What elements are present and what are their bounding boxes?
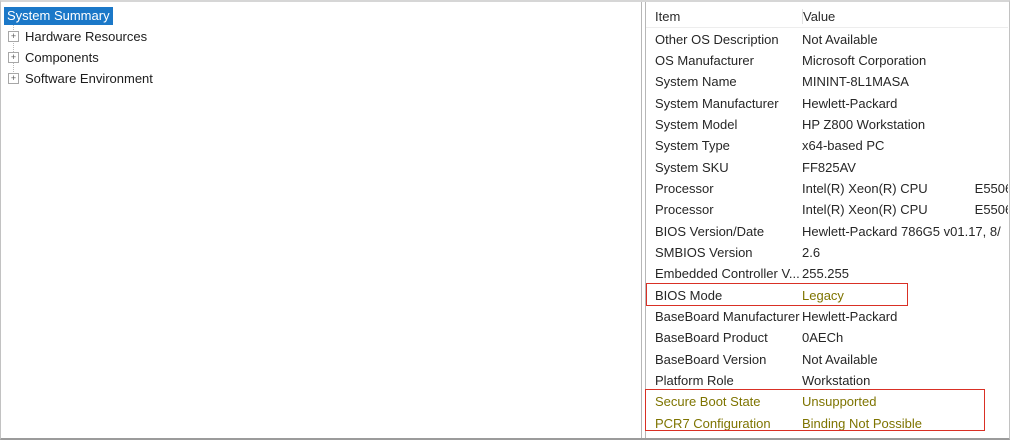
tree-item-label: Components bbox=[25, 49, 99, 65]
item-cell: Platform Role bbox=[655, 373, 734, 389]
item-cell: System Type bbox=[655, 138, 730, 154]
item-cell: Processor bbox=[655, 202, 714, 218]
item-cell: System Name bbox=[655, 74, 737, 90]
value-cell: Legacy bbox=[802, 287, 844, 303]
value-cell: HP Z800 Workstation bbox=[802, 116, 926, 132]
item-cell: BIOS Mode bbox=[655, 287, 723, 303]
item-cell: PCR7 Configuration bbox=[655, 415, 771, 431]
value-cell: 255.255 bbox=[802, 266, 849, 282]
item-cell: Other OS Description bbox=[655, 31, 779, 47]
value-cell: Hewlett-Packard bbox=[802, 95, 898, 111]
tree-item-label: Hardware Resources bbox=[25, 28, 148, 44]
details-row-secure-boot-state[interactable]: Secure Boot State Unsupported bbox=[646, 391, 1008, 412]
expand-plus-icon[interactable]: + bbox=[8, 31, 19, 42]
details-row-embedded-controller-v[interactable]: Embedded Controller V...255.255 bbox=[646, 263, 1008, 284]
value-cell: MININT-8L1MASA bbox=[802, 74, 909, 90]
value-cell: Not Available bbox=[802, 351, 878, 367]
details-row-platform-role[interactable]: Platform Role Workstation bbox=[646, 370, 1008, 391]
category-tree: System Summary + Hardware Resources + Compon… bbox=[2, 5, 641, 89]
details-row-system-type[interactable]: System Type x64-based PC bbox=[646, 135, 1008, 156]
value-cell: Intel(R) Xeon(R) CPU E5506 bbox=[802, 180, 1008, 196]
details-row-smbios-version[interactable]: SMBIOS Version 2.6 bbox=[646, 242, 1008, 263]
column-header-item[interactable]: Item bbox=[646, 9, 803, 25]
item-cell: System Model bbox=[655, 116, 738, 132]
details-row-os-manufacturer[interactable]: OS Manufacturer Microsoft Corporation bbox=[646, 50, 1008, 71]
details-row-system-name[interactable]: System Name MININT-8L1MASA bbox=[646, 71, 1008, 92]
value-cell: Intel(R) Xeon(R) CPU E5506 bbox=[802, 202, 1008, 218]
details-row-system-manufacturer[interactable]: System Manufacturer Hewlett-Packard bbox=[646, 92, 1008, 113]
item-cell: BIOS Version/Date bbox=[655, 223, 765, 239]
item-cell: SMBIOS Version bbox=[655, 244, 753, 260]
tree-item-label: Software Environment bbox=[25, 70, 153, 86]
tree-item-label: System Summary bbox=[4, 6, 113, 25]
tree-item-software-environment[interactable]: + Software Environment bbox=[2, 68, 641, 89]
value-cell: x64-based PC bbox=[802, 138, 885, 154]
column-header-value[interactable]: Value bbox=[803, 9, 836, 25]
item-cell: Secure Boot State bbox=[655, 394, 761, 410]
item-cell: System Manufacturer bbox=[655, 95, 779, 111]
details-row-baseboard-version[interactable]: BaseBoard Version Not Available bbox=[646, 349, 1008, 370]
details-row-bios-version-date[interactable]: BIOS Version/Date Hewlett-Packard 786G5 v… bbox=[646, 220, 1008, 241]
details-row-system-sku[interactable]: System SKU FF825AV bbox=[646, 156, 1008, 177]
value-cell: Binding Not Possible bbox=[802, 415, 922, 431]
details-row-other-os-description[interactable]: Other OS Description Not Available bbox=[646, 28, 1008, 49]
details-row-baseboard-product[interactable]: BaseBoard Product 0AECh bbox=[646, 327, 1008, 348]
details-row-bios-mode[interactable]: BIOS Mode Legacy bbox=[646, 284, 1008, 305]
item-cell: System SKU bbox=[655, 159, 729, 175]
item-cell: BaseBoard Manufacturer bbox=[655, 308, 800, 324]
details-header-row: Item Value bbox=[646, 6, 1008, 29]
tree-item-components[interactable]: + Components bbox=[2, 47, 641, 68]
value-cell: 0AECh bbox=[802, 330, 844, 346]
details-row-pcr7-configuration[interactable]: PCR7 Configuration Binding Not Possible bbox=[646, 413, 1008, 434]
details-row-processor[interactable]: Processor Intel(R) Xeon(R) CPU E5506 bbox=[646, 199, 1008, 220]
value-cell: FF825AV bbox=[802, 159, 856, 175]
value-cell: Unsupported bbox=[802, 394, 877, 410]
tree-item-system-summary[interactable]: System Summary bbox=[2, 5, 641, 26]
value-cell: Workstation bbox=[802, 373, 871, 389]
item-cell: Processor bbox=[655, 180, 714, 196]
details-row-system-model[interactable]: System Model HP Z800 Workstation bbox=[646, 114, 1008, 135]
item-cell: BaseBoard Product bbox=[655, 330, 768, 346]
category-tree-panel: System Summary + Hardware Resources + Compon… bbox=[2, 2, 642, 438]
item-cell: Embedded Controller V... bbox=[655, 266, 800, 282]
value-cell: Hewlett-Packard 786G5 v01.17, 8/ bbox=[802, 223, 1001, 239]
tree-item-hardware-resources[interactable]: + Hardware Resources bbox=[2, 26, 641, 47]
details-row-processor[interactable]: Processor Intel(R) Xeon(R) CPU E5506 bbox=[646, 178, 1008, 199]
value-cell: 2.6 bbox=[802, 244, 821, 260]
expand-plus-icon[interactable]: + bbox=[8, 52, 19, 63]
expand-plus-icon[interactable]: + bbox=[8, 73, 19, 84]
item-cell: OS Manufacturer bbox=[655, 52, 754, 68]
value-cell: Microsoft Corporation bbox=[802, 52, 927, 68]
item-cell: BaseBoard Version bbox=[655, 351, 767, 367]
value-cell: Hewlett-Packard bbox=[802, 308, 898, 324]
value-cell: Not Available bbox=[802, 31, 878, 47]
